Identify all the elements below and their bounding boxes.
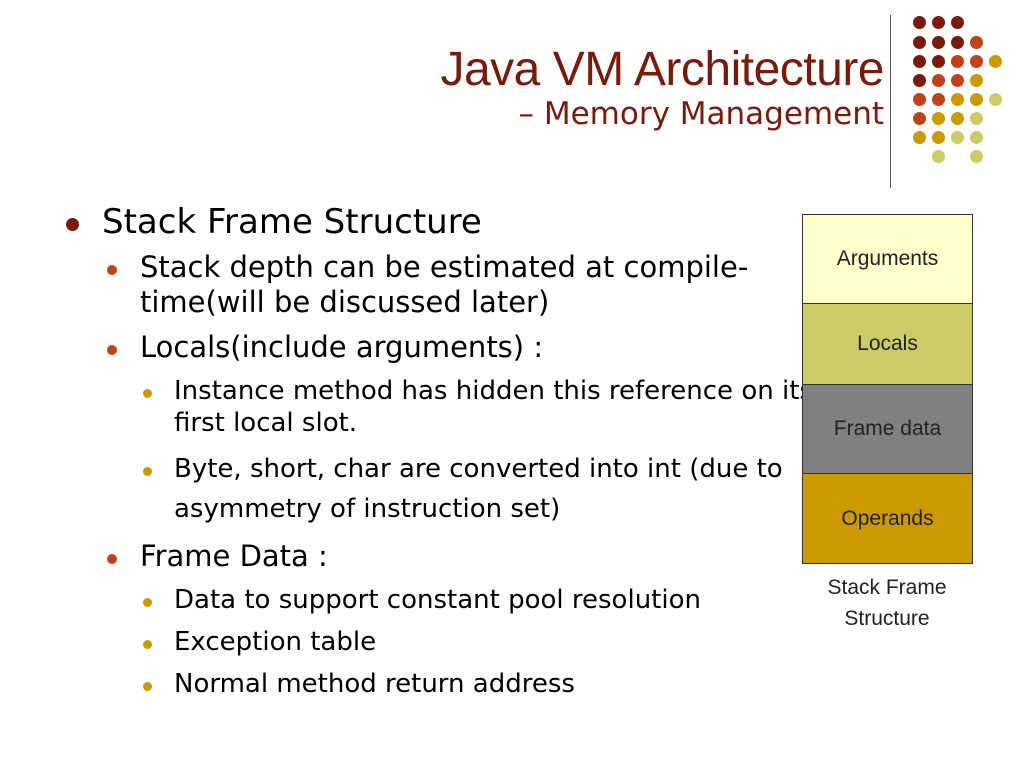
bullet-item: Frame Data :: [60, 539, 820, 574]
bullet-text: Frame Data :: [140, 539, 328, 573]
decorative-dot: [970, 150, 983, 163]
bullet-icon: [143, 389, 152, 398]
frame-cell-arguments: Arguments: [803, 215, 972, 304]
decorative-dot: [932, 16, 945, 29]
decorative-dot: [932, 93, 945, 106]
decorative-dot: [989, 93, 1002, 106]
decorative-dot: [913, 131, 926, 144]
bullet-text: Instance method has hidden this referenc…: [174, 376, 813, 438]
slide-subtitle: – Memory Management: [518, 96, 885, 132]
stack-frame-diagram: Arguments Locals Frame data Operands: [802, 214, 973, 564]
bullet-icon: [143, 682, 152, 691]
bullet-item: Locals(include arguments) :: [60, 330, 820, 365]
bullet-icon: [107, 265, 117, 275]
decorative-dot: [951, 112, 964, 125]
bullet-text: Data to support constant pool resolution: [174, 585, 701, 615]
decorative-dot: [951, 131, 964, 144]
decorative-dot: [932, 112, 945, 125]
bullet-list: Stack Frame Structure Stack depth can be…: [60, 198, 820, 710]
bullet-icon: [143, 640, 152, 649]
decorative-dot: [932, 36, 945, 49]
title-divider: [890, 15, 891, 188]
bullet-item: Normal method return address: [60, 668, 820, 700]
bullet-item: Stack Frame Structure: [60, 198, 820, 246]
bullet-text: Exception table: [174, 627, 377, 657]
decorative-dot: [989, 55, 1002, 68]
decorative-dot: [913, 36, 926, 49]
diagram-caption: Stack Frame Structure: [827, 576, 947, 630]
bullet-item: Exception table: [60, 626, 820, 658]
bullet-item: Instance method has hidden this referenc…: [60, 375, 820, 439]
frame-cell-operands: Operands: [803, 474, 972, 563]
slide-title: Java VM Architecture: [440, 43, 884, 96]
decorative-dot: [951, 93, 964, 106]
decorative-dot: [951, 36, 964, 49]
decorative-dot: [913, 74, 926, 87]
decorative-dot: [970, 112, 983, 125]
bullet-text: Stack Frame Structure: [102, 202, 482, 242]
bullet-icon: [107, 345, 117, 355]
decorative-dot: [932, 131, 945, 144]
decorative-dot: [970, 55, 983, 68]
decorative-dot: [970, 74, 983, 87]
decorative-dot: [970, 131, 983, 144]
bullet-icon: [66, 218, 79, 231]
frame-cell-locals: Locals: [803, 304, 972, 385]
bullet-text: Normal method return address: [174, 669, 575, 699]
bullet-text: Locals(include arguments) :: [140, 330, 544, 364]
decorative-dot: [913, 16, 926, 29]
bullet-text: Stack depth can be estimated at compile-…: [140, 250, 749, 319]
decorative-dot: [913, 55, 926, 68]
title-block: Java VM Architecture – Memory Management: [440, 40, 884, 134]
bullet-text: Byte, short, char are converted into int…: [174, 454, 783, 524]
decorative-dot: [913, 112, 926, 125]
bullet-item: Data to support constant pool resolution: [60, 584, 820, 616]
decorative-dot: [951, 16, 964, 29]
decorative-dot: [951, 74, 964, 87]
decorative-dot: [951, 55, 964, 68]
decorative-dot: [932, 74, 945, 87]
bullet-item: Stack depth can be estimated at compile-…: [60, 250, 820, 320]
bullet-item: Byte, short, char are converted into int…: [60, 449, 820, 529]
decorative-dot: [970, 36, 983, 49]
decorative-dot: [932, 150, 945, 163]
decorative-dot: [970, 93, 983, 106]
bullet-icon: [107, 554, 117, 564]
frame-cell-frame-data: Frame data: [803, 385, 972, 474]
decorative-dot: [932, 55, 945, 68]
bullet-icon: [143, 598, 152, 607]
decorative-dot: [913, 93, 926, 106]
bullet-icon: [143, 467, 152, 476]
